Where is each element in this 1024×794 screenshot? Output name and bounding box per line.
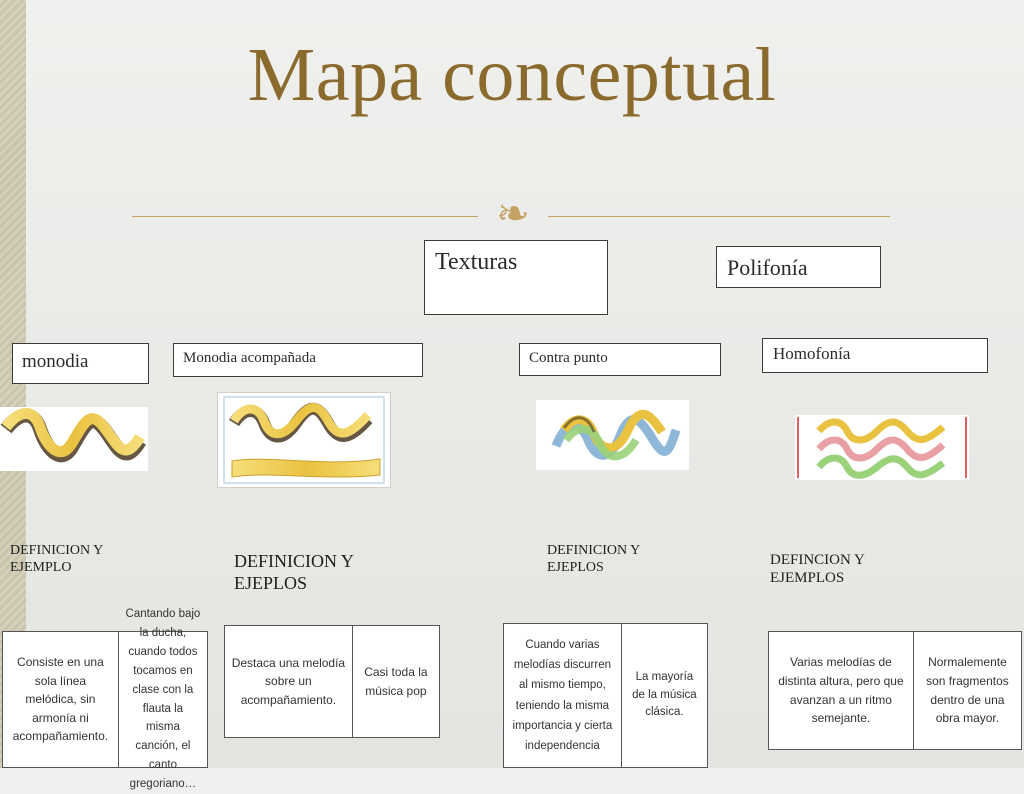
monodia-definition-cell: Consiste en una sola línea melódica, sin… [12, 655, 109, 744]
monodia-acompanada-example-cell: Casi toda la música pop [351, 626, 439, 737]
contrapunto-definition-cell: Cuando varias melodías discurren al mism… [512, 639, 613, 752]
monodia-example-cell: Cantando bajo la ducha, cuando todos toc… [117, 608, 207, 790]
homofonia-definition-heading: DEFINCION Y EJEMPLOS [770, 552, 865, 586]
scroll-flourish-icon: ❧ [496, 191, 530, 236]
node-contrapunto-label: Contra punto [529, 350, 608, 366]
node-monodia: monodia [12, 343, 149, 384]
contrapunto-texture-image [536, 400, 689, 470]
title-divider-left [132, 216, 478, 217]
slide-title: Mapa conceptual [247, 33, 777, 117]
contrapunto-example-cell: La mayoría de la música clásica. [620, 624, 707, 767]
node-texturas: Texturas [424, 240, 608, 315]
monodia-definition-heading: DEFINICION Y EJEMPLO [10, 543, 103, 575]
monodia-ribbon-graphic [0, 408, 146, 463]
node-monodia-label: monodia [22, 351, 89, 372]
monodia-acompanada-definition-heading: DEFINICION Y EJEPLOS [234, 551, 354, 593]
node-homofonia-label: Homofonía [773, 344, 851, 363]
node-monodia-acompanada-label: Monodia acompañada [183, 350, 316, 366]
contrapunto-definition-heading: DEFINICION Y EJEPLOS [547, 543, 640, 575]
node-polifonia: Polifonía [716, 246, 881, 288]
contrapunto-definition-table: Cuando varias melodías discurren al mism… [503, 623, 708, 768]
monodia-acompanada-ribbon-graphic [223, 396, 385, 484]
monodia-definition-table: Consiste en una sola línea melódica, sin… [2, 608, 208, 790]
node-contrapunto: Contra punto [519, 343, 721, 376]
node-monodia-acompanada: Monodia acompañada [173, 343, 423, 377]
monodia-acompanada-definition-cell: Destaca una melodía sobre un acompañamie… [231, 655, 346, 707]
monodia-acompanada-definition-table: Destaca una melodía sobre un acompañamie… [224, 625, 440, 738]
monodia-texture-image [0, 407, 148, 471]
monodia-acompanada-texture-image [217, 392, 391, 488]
homofonia-definition-table: Varias melodías de distinta altura, pero… [768, 631, 1022, 750]
homofonia-example-cell: Normalemente son fragmentos dentro de un… [912, 632, 1021, 749]
node-homofonia: Homofonía [762, 338, 988, 373]
node-texturas-label: Texturas [435, 249, 518, 275]
node-polifonia-label: Polifonía [727, 255, 808, 280]
homofonia-texture-image [795, 415, 969, 480]
title-divider-right [548, 216, 890, 217]
contrapunto-ribbon-graphic [551, 409, 681, 461]
homofonia-definition-cell: Varias melodías de distinta altura, pero… [778, 655, 904, 726]
homofonia-ribbon-graphic [797, 417, 967, 479]
